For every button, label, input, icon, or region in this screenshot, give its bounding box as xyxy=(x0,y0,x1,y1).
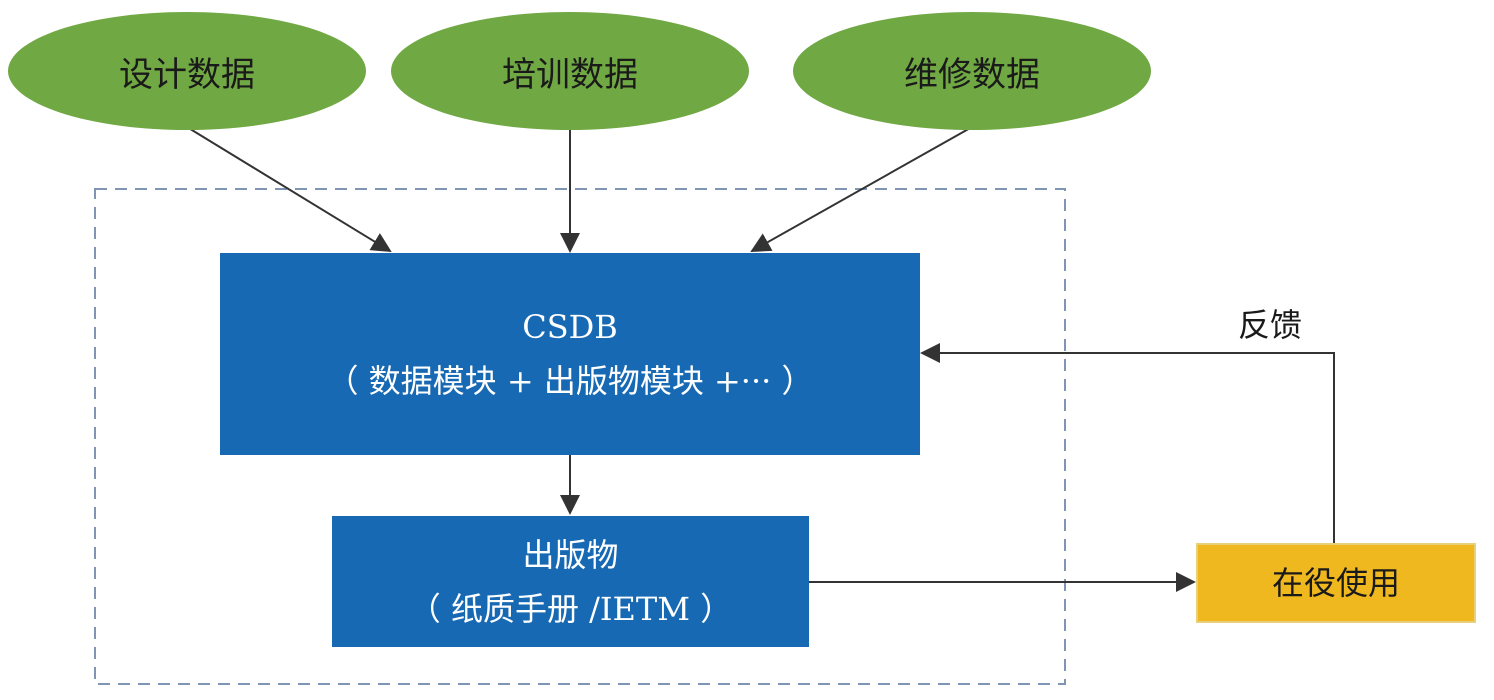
csdb-subtitle: （ 数据模块 + 出版物模块 +··· ） xyxy=(326,362,814,400)
in-service-label: 在役使用 xyxy=(1271,564,1400,602)
source-training-data: 培训数据 xyxy=(391,12,749,130)
source-label: 设计数据 xyxy=(119,54,255,95)
system-boundary xyxy=(94,188,1066,685)
feedback-label: 反馈 xyxy=(1238,306,1303,344)
source-label: 培训数据 xyxy=(502,54,638,95)
publication-title: 出版物 xyxy=(522,535,619,574)
source-design-data: 设计数据 xyxy=(8,12,366,130)
csdb-title: CSDB xyxy=(522,308,618,346)
source-label: 维修数据 xyxy=(904,54,1040,95)
csdb-box: CSDB （ 数据模块 + 出版物模块 +··· ） xyxy=(220,253,920,455)
in-service-box: 在役使用 xyxy=(1196,543,1476,623)
publication-subtitle: （ 纸质手册 /IETM ） xyxy=(408,589,733,628)
publication-box: 出版物 （ 纸质手册 /IETM ） xyxy=(332,516,809,647)
source-maintenance-data: 维修数据 xyxy=(793,12,1151,130)
